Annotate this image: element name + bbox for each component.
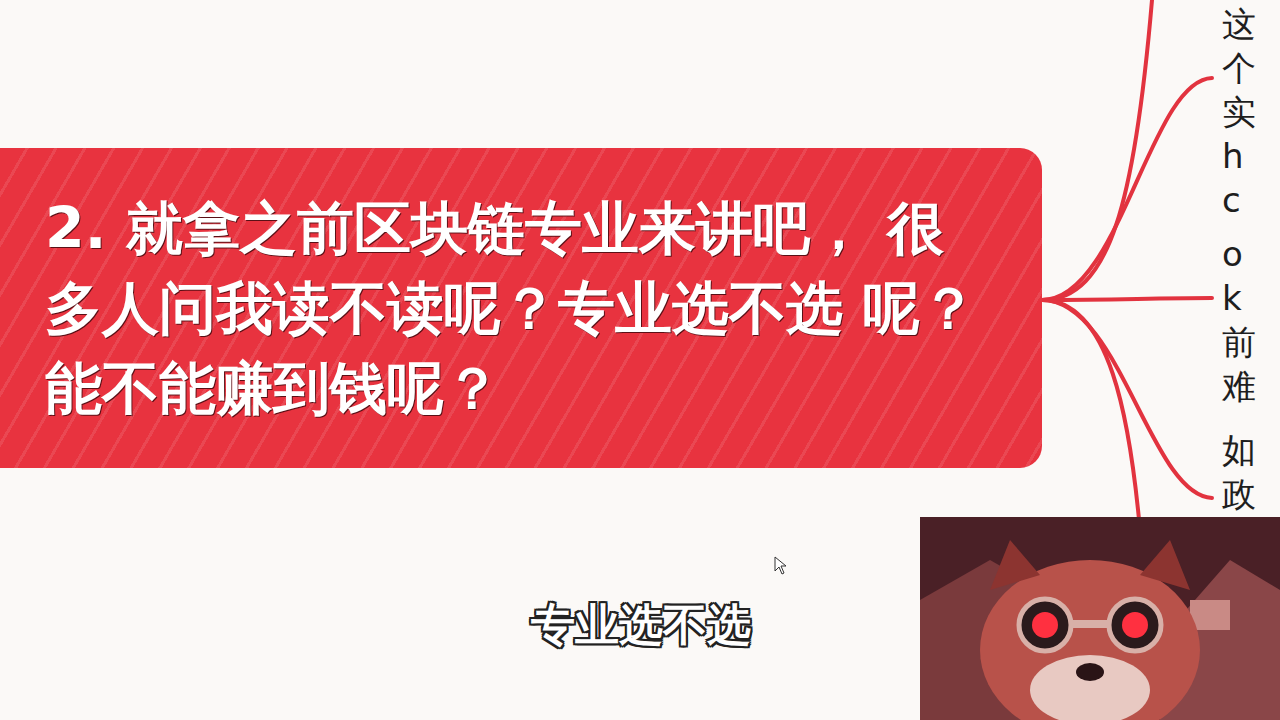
- goggle: [1109, 599, 1161, 651]
- panda-ear: [990, 540, 1040, 590]
- video-overlay: [920, 517, 1280, 720]
- branch-label: 这 个 实 hc: [1222, 2, 1256, 222]
- branch-lines: [1042, 0, 1212, 530]
- goggle-bridge: [1071, 620, 1109, 628]
- panda-muzzle: [1030, 655, 1150, 720]
- branch-line: [1042, 0, 1152, 300]
- branch-label: 如 政: [1222, 428, 1256, 516]
- branch-line: [1042, 300, 1140, 530]
- video-subtitle: 专业选不选: [531, 596, 751, 655]
- panda-nose: [1076, 663, 1104, 681]
- goggle-lens: [1122, 612, 1148, 638]
- branch-label: ok 前 难: [1222, 232, 1256, 408]
- panda-ear: [1140, 540, 1190, 590]
- video-window: [1190, 600, 1230, 630]
- topic-text: 2. 就拿之前区块链专业来讲吧， 很多人问我读不读呢？专业选不选 呢？能不能赚到…: [45, 188, 982, 428]
- goggle: [1019, 599, 1071, 651]
- branch-line: [1042, 78, 1212, 300]
- panda-head: [980, 560, 1200, 720]
- topic-box: 2. 就拿之前区块链专业来讲吧， 很多人问我读不读呢？专业选不选 呢？能不能赚到…: [0, 148, 1042, 468]
- branch-line: [1042, 300, 1212, 498]
- goggle-lens: [1032, 612, 1058, 638]
- branch-line: [1042, 298, 1212, 300]
- mouse-cursor: [775, 557, 786, 574]
